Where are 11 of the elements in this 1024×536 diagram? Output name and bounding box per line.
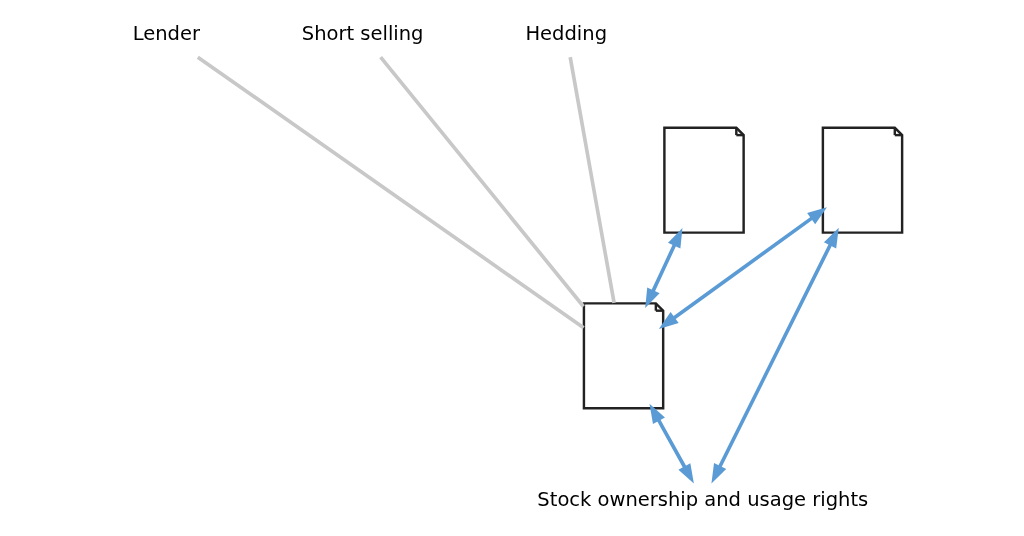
- arrow: [658, 207, 827, 329]
- connector: [379, 56, 585, 308]
- arrow: [711, 227, 839, 484]
- arrow: [645, 227, 683, 308]
- node-text: Hedding: [525, 21, 608, 45]
- node-text: Short selling: [301, 21, 424, 45]
- arrow: [649, 403, 694, 484]
- connector: [568, 56, 616, 304]
- node-text: Lender: [132, 21, 201, 45]
- connector: [196, 55, 585, 330]
- node-text: Stock ownership and usage rights: [537, 487, 869, 511]
